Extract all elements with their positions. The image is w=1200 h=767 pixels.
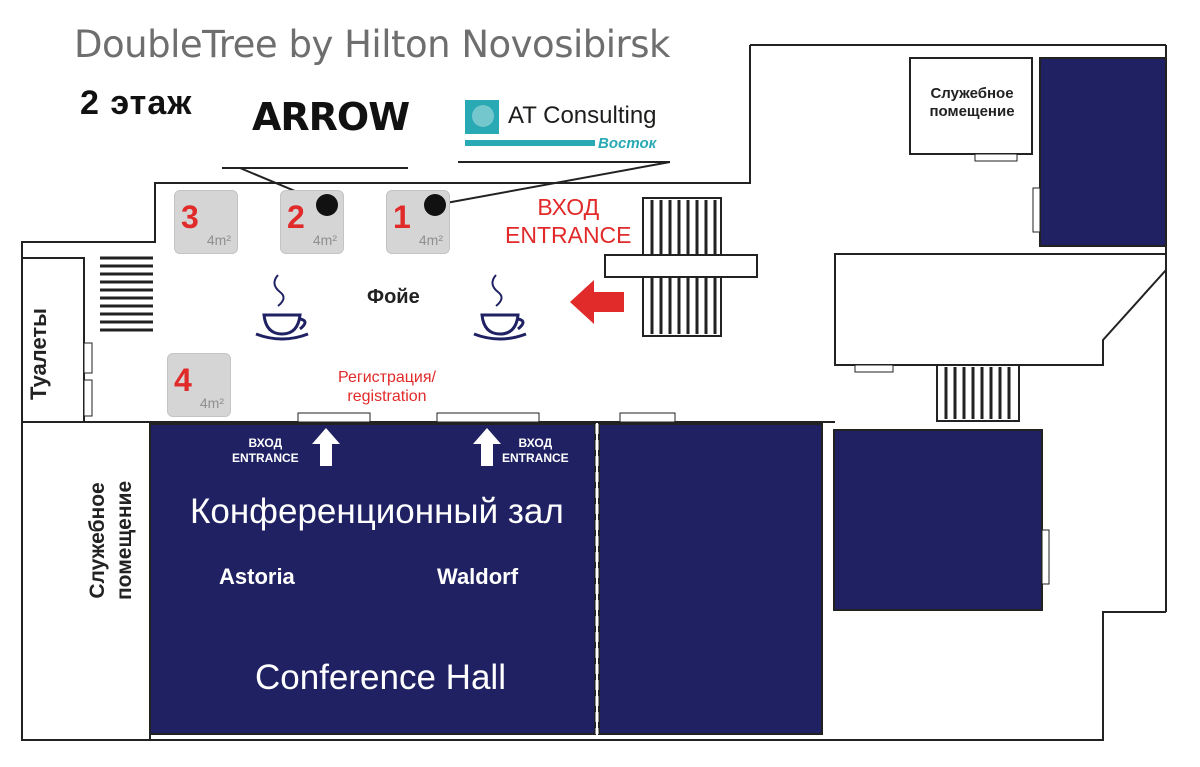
hall-entrance-label: ВХОД ENTRANCE (502, 436, 569, 466)
main-entrance-label: ВХОД ENTRANCE (505, 196, 632, 247)
registration-en: registration (347, 388, 427, 405)
booth-number: 3 (181, 199, 199, 235)
arrow-logo: ARROW (252, 95, 410, 139)
toilets-label: Туалеты (26, 308, 51, 400)
service-room-line2: помещение (929, 103, 1015, 120)
door (1041, 529, 1050, 585)
booth-number: 1 (393, 199, 411, 235)
booth-number: 2 (287, 199, 305, 235)
coffee-cup-icon (473, 274, 527, 341)
booth-3[interactable]: 3 4m² (174, 190, 238, 254)
foyer-label: Фойе (367, 286, 420, 308)
at-consulting-logo-icon (465, 100, 499, 134)
service-room-top (909, 57, 1033, 155)
service-room-line1: Служебное (930, 85, 1014, 102)
room-east (833, 429, 1043, 611)
hall-door (297, 412, 371, 423)
sponsor-marker-dot (316, 194, 338, 216)
pointer-line (434, 161, 671, 206)
service-room-left (21, 421, 151, 741)
service-room-door (974, 153, 1018, 162)
booth-area: 4m² (418, 232, 443, 248)
booth-area: 4m² (199, 395, 224, 411)
service-room-line1: Служебное (86, 482, 109, 599)
registration-label: Регистрация/ registration (338, 370, 436, 405)
sponsor-marker-dot (424, 194, 446, 216)
at-consulting-name: AT Consulting (508, 102, 657, 129)
conference-hall-east (598, 423, 823, 735)
coffee-cup-icon (255, 274, 309, 341)
hall-entrance-en: ENTRANCE (232, 451, 299, 465)
service-room-left-label: Служебное помещение (84, 481, 139, 600)
conference-hall-name-en: Conference Hall (255, 658, 506, 697)
service-room-label: Служебное помещение (912, 86, 1032, 119)
room-northeast (1039, 57, 1167, 247)
conference-hall (149, 423, 596, 735)
staircase-icon (97, 254, 156, 334)
hall-entrance-label: ВХОД ENTRANCE (232, 436, 299, 466)
entrance-en: ENTRANCE (505, 222, 632, 248)
staircase-icon (604, 197, 758, 337)
at-consulting-subtitle: Восток (598, 135, 657, 152)
up-arrow-icon (312, 428, 340, 466)
toilets-door (83, 379, 93, 417)
hall-entrance-en: ENTRANCE (502, 451, 569, 465)
hall-door (619, 412, 676, 423)
corridor-block (834, 253, 1167, 366)
room-astoria-label: Astoria (219, 564, 295, 589)
service-room-line2: помещение (113, 480, 137, 600)
entrance-ru: ВХОД (537, 194, 600, 220)
entrance-arrow-icon (570, 280, 624, 324)
registration-ru: Регистрация/ (338, 369, 436, 386)
hall-door (436, 412, 540, 423)
hall-entrance-ru: ВХОД (518, 436, 553, 450)
booth-area: 4m² (312, 232, 337, 248)
map-title: DoubleTree by Hilton Novosibirsk (74, 23, 670, 66)
booth-area: 4m² (206, 232, 231, 248)
at-consulting-bar (465, 140, 595, 146)
toilets-door (83, 342, 93, 374)
room-waldorf-label: Waldorf (437, 564, 519, 589)
toilets-room (21, 257, 85, 423)
floor-label: 2 этаж (80, 84, 193, 122)
booth-number: 4 (174, 362, 192, 398)
staircase-icon (936, 364, 1020, 422)
booth-4[interactable]: 4 4m² (167, 353, 231, 417)
up-arrow-icon (473, 428, 501, 466)
conference-hall-name-ru: Конференционный зал (190, 492, 564, 531)
hall-entrance-ru: ВХОД (248, 436, 283, 450)
door (1032, 187, 1041, 233)
door (854, 364, 894, 373)
